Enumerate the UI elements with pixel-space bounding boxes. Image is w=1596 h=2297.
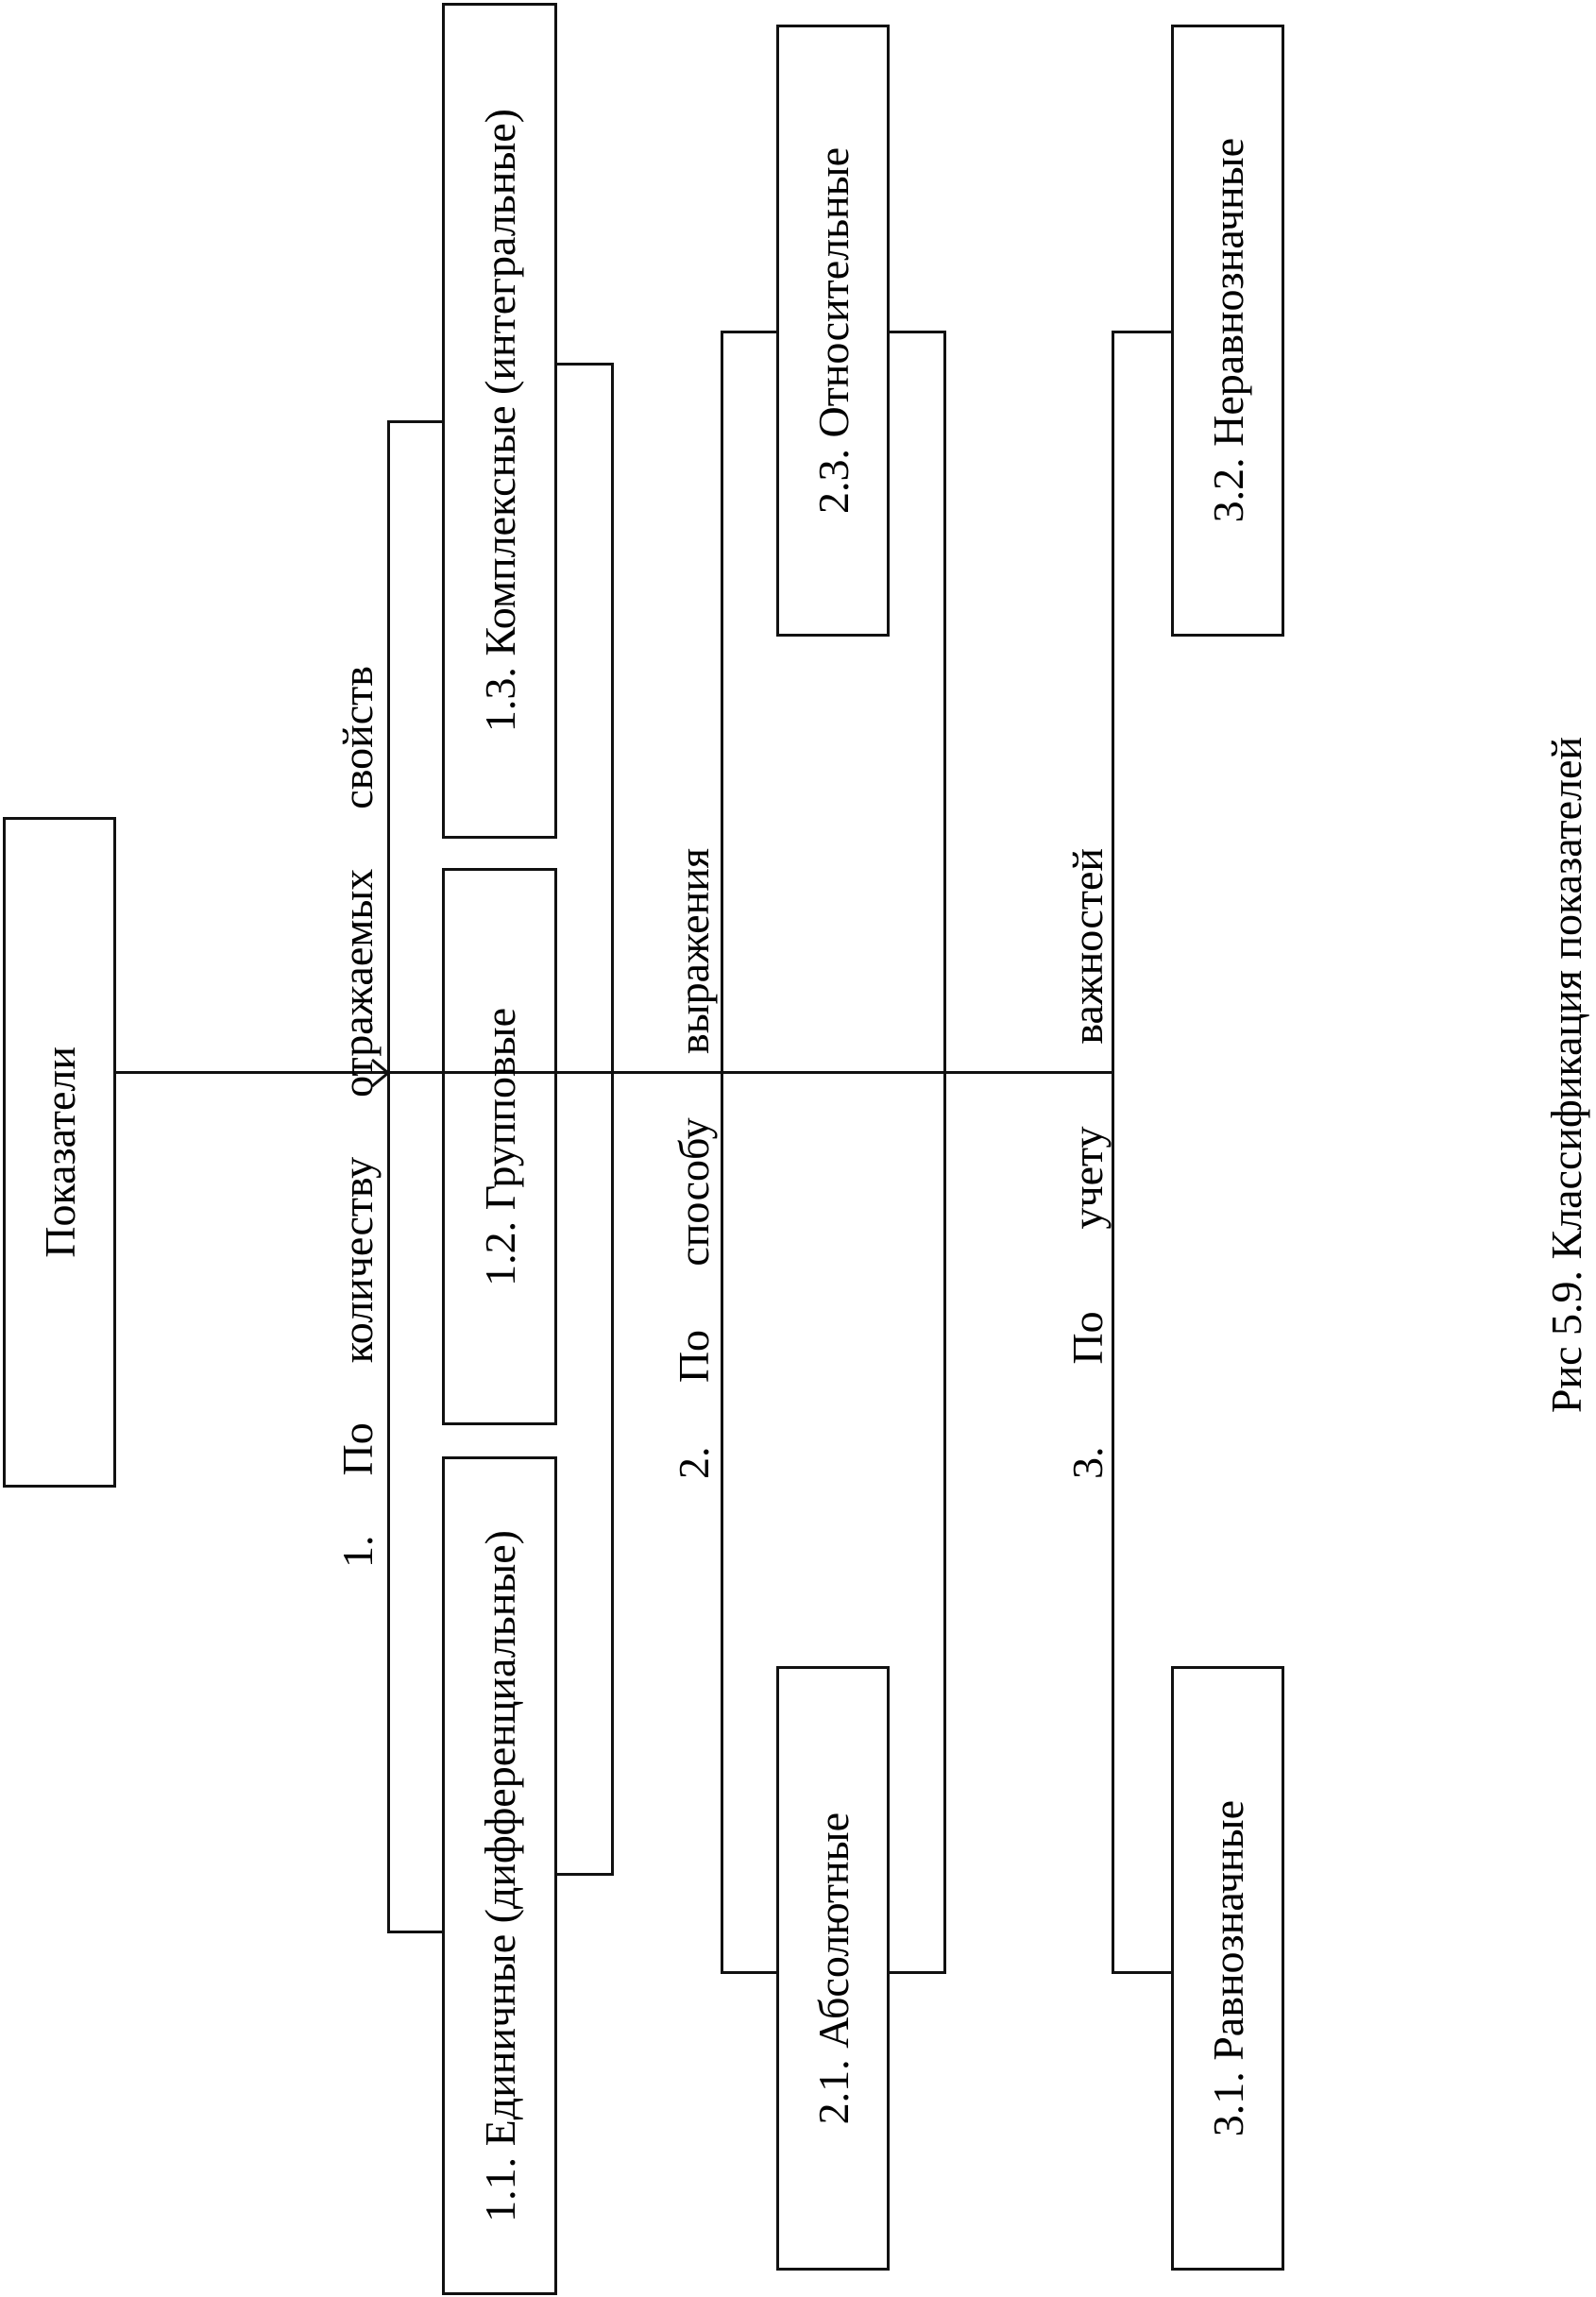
group3-label: 3. По учету важностей	[1063, 848, 1112, 1479]
bracket-tick	[889, 1971, 945, 1974]
box-label: 2.3. Относительные	[808, 146, 857, 514]
root-box: Показатели	[3, 817, 116, 1488]
group1-bracket	[387, 420, 390, 1933]
bracket-tick	[1112, 331, 1171, 333]
bracket-tick	[1112, 1971, 1171, 1974]
group2-label: 2. По способу выражения	[670, 848, 718, 1479]
group1-label: 1. По количеству отражаемых свойств	[333, 666, 382, 1568]
box-2-3: 2.3. Относительные	[776, 25, 890, 637]
bracket-tick	[889, 331, 945, 333]
box-label: 2.1. Абсолютные	[808, 1812, 857, 2125]
box-label: 1.2. Групповые	[475, 1007, 524, 1286]
box-label: 1.1. Единичные (дифференциальные)	[475, 1529, 524, 2222]
bracket-tick	[387, 1931, 442, 1933]
box-label: 3.1. Равнозначные	[1203, 1799, 1252, 2137]
bracket-tick	[721, 1971, 777, 1974]
box-1-2: 1.2. Групповые	[442, 868, 557, 1425]
box-3-1: 3.1. Равнозначные	[1171, 1666, 1284, 2271]
figure-caption: Рис 5.9. Классификация показателей	[1542, 737, 1590, 1414]
group2-right-bracket	[943, 331, 946, 1974]
bracket-tick	[556, 1873, 613, 1876]
group1-right-bracket	[611, 363, 614, 1876]
bracket-tick	[387, 420, 442, 423]
root-label: Показатели	[35, 1046, 84, 1258]
box-1-1: 1.1. Единичные (дифференциальные)	[442, 1456, 557, 2295]
box-2-1: 2.1. Абсолютные	[776, 1666, 890, 2271]
group2-bracket	[721, 331, 723, 1974]
box-1-3: 1.3. Комплексные (интегральные)	[442, 3, 557, 839]
box-label: 3.2. Неравнозначные	[1203, 138, 1252, 523]
box-3-2: 3.2. Неравнозначные	[1171, 25, 1284, 637]
group3-bracket	[1112, 331, 1114, 1974]
bracket-tick	[721, 331, 777, 333]
box-label: 1.3. Комплексные (интегральные)	[475, 109, 524, 733]
bracket-tick	[556, 363, 613, 366]
